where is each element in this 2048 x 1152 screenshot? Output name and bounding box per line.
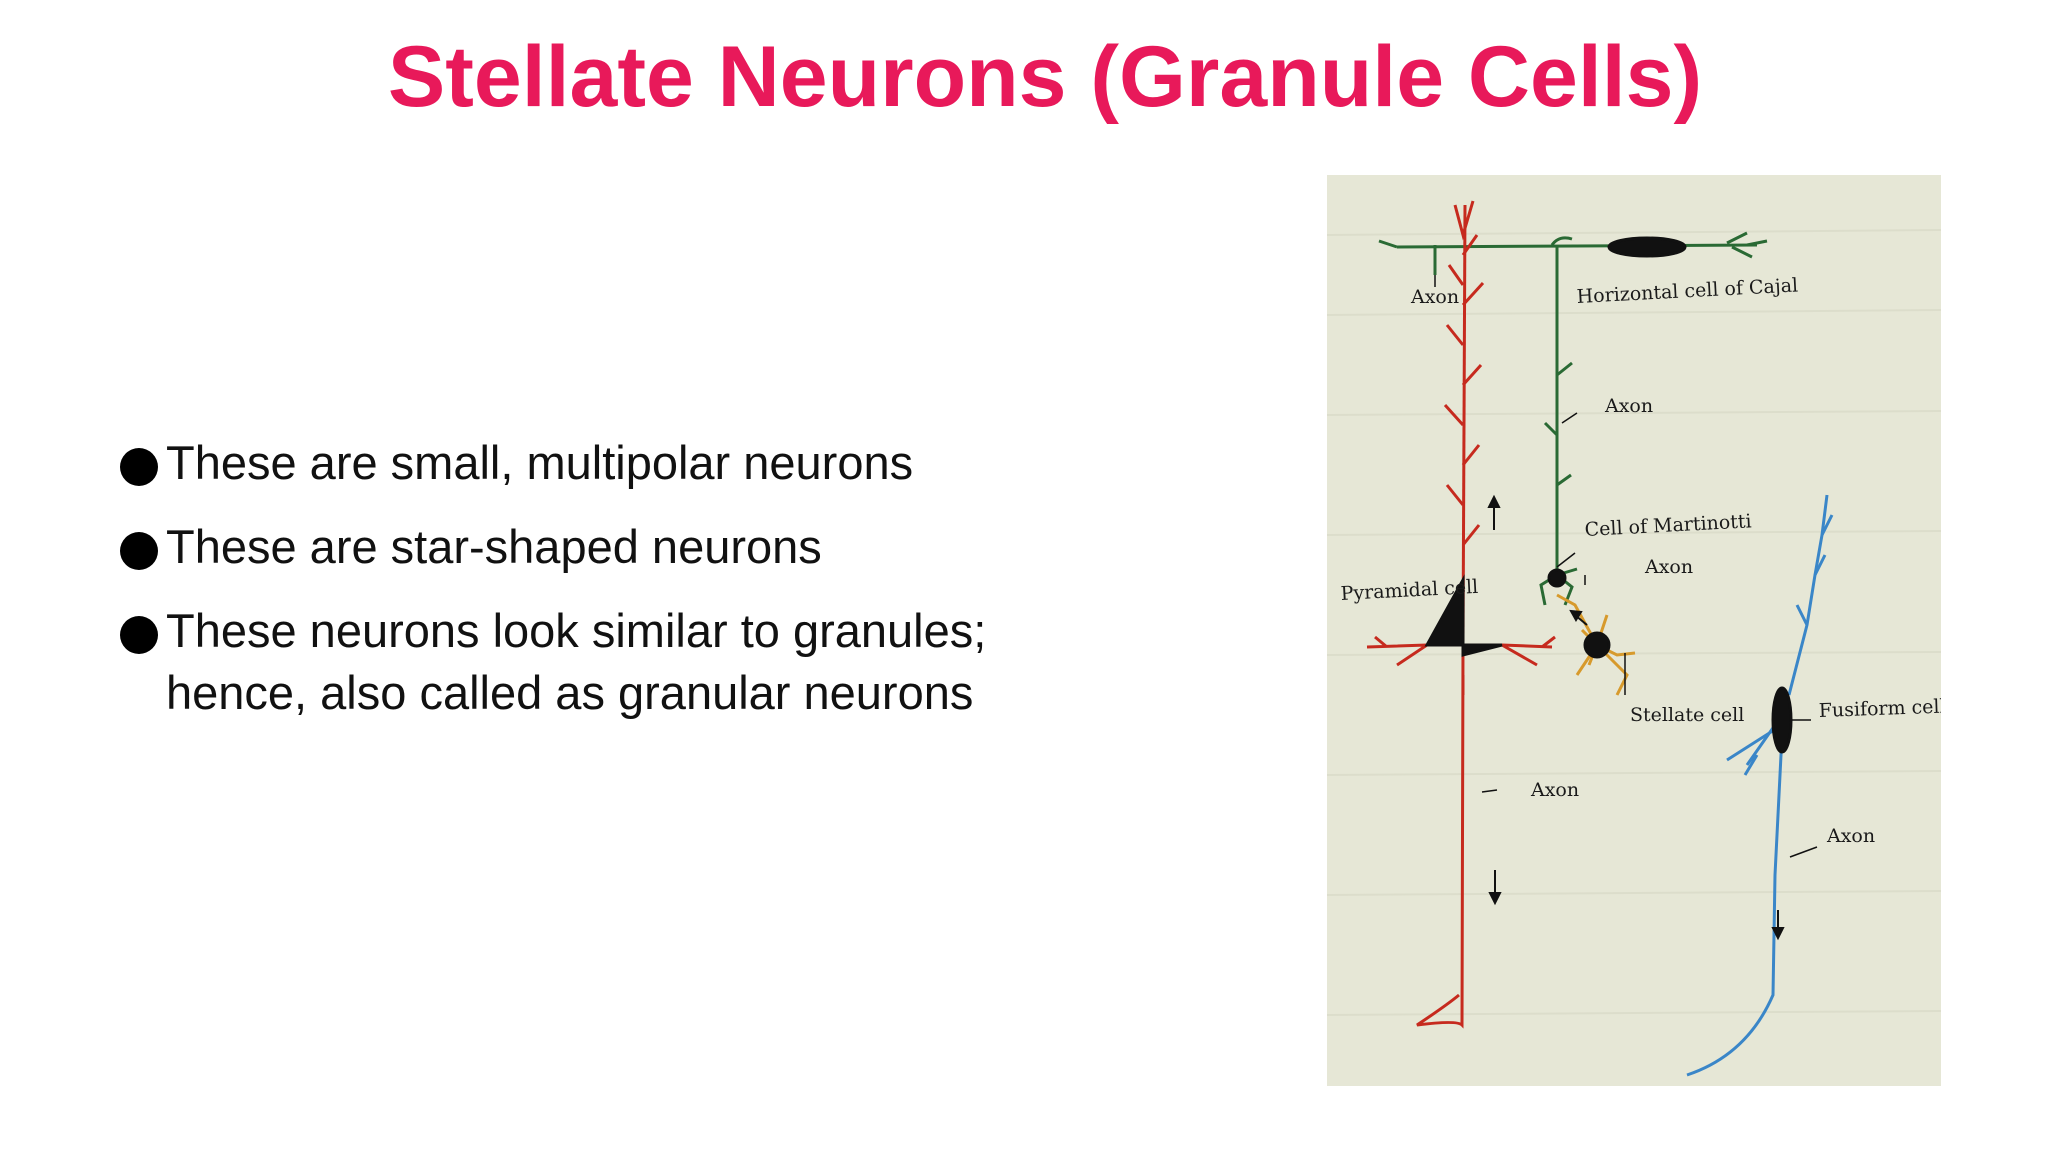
pyramidal-cell [1366, 200, 1556, 1029]
label-axon-top: Axon [1410, 286, 1459, 308]
neuron-diagram-image: Axon Horizontal cell of Cajal Axon Cell … [1327, 175, 1941, 1086]
bullet-dot-icon [120, 532, 158, 570]
bullet-list: These are small, multipolar neurons Thes… [120, 432, 1120, 746]
bullet-text: These are star-shaped neurons [166, 520, 822, 573]
neuron-diagram-svg: Axon Horizontal cell of Cajal Axon Cell … [1327, 200, 1941, 1077]
label-cell-of-martinotti: Cell of Martinotti [1584, 510, 1752, 541]
bullet-item: These neurons look similar to granules; … [120, 600, 1120, 724]
stellate-cell [1556, 593, 1636, 696]
label-horizontal-cell: Horizontal cell of Cajal [1576, 274, 1799, 308]
bullet-text: These neurons look similar to granules; … [166, 604, 987, 719]
direction-arrows [1487, 494, 1785, 941]
label-axon-green: Axon [1604, 395, 1653, 417]
label-axon-stellate: Axon [1644, 556, 1693, 578]
label-stellate-cell: Stellate cell [1630, 704, 1744, 726]
label-fusiform-cell: Fusiform cell [1818, 696, 1941, 722]
bullet-item: These are small, multipolar neurons [120, 432, 1120, 494]
bullet-item: These are star-shaped neurons [120, 516, 1120, 578]
horizontal-cell-of-cajal [1378, 231, 1768, 575]
cell-of-martinotti [1539, 567, 1578, 606]
bullet-dot-icon [120, 616, 158, 654]
label-axon-blue: Axon [1826, 825, 1875, 847]
fusiform-cell [1686, 494, 1834, 1077]
bullet-dot-icon [120, 448, 158, 486]
label-axon-red: Axon [1530, 779, 1579, 801]
bullet-text: These are small, multipolar neurons [166, 436, 914, 489]
slide-title: Stellate Neurons (Granule Cells) [387, 29, 1703, 125]
